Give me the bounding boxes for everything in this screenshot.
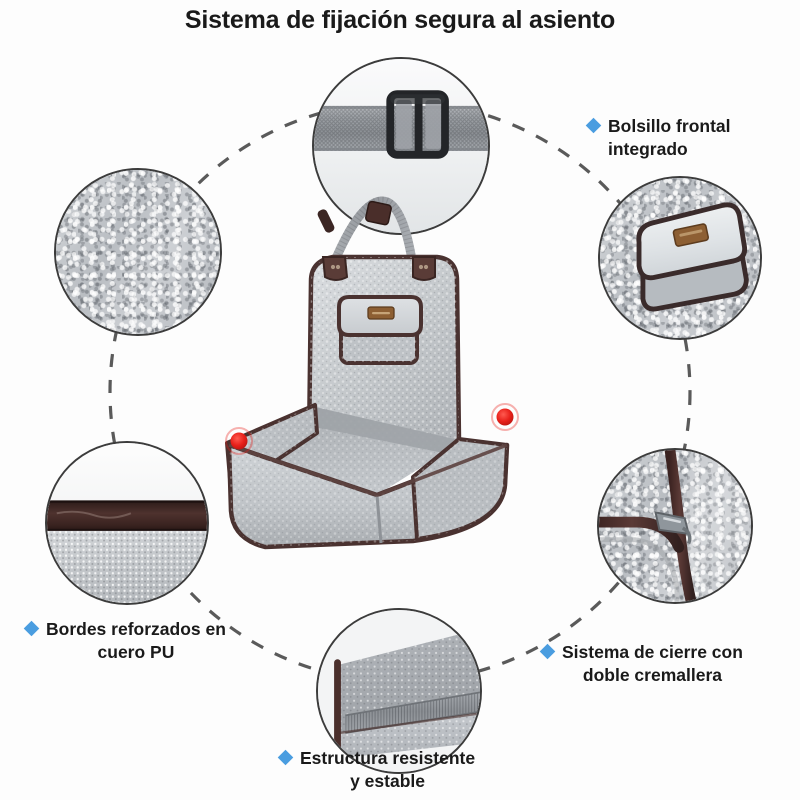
strap-buckle-illustration: [314, 59, 488, 233]
callout-structure-line2: y estable: [350, 771, 425, 792]
pu-piping-illustration: [599, 450, 751, 602]
callout-pocket-line2: integrado: [608, 139, 688, 160]
front-pocket-illustration: [636, 202, 749, 312]
right-attachment-marker: [491, 403, 519, 431]
diamond-bullet-icon: [277, 749, 294, 766]
callout-zipper-line1: Sistema de cierre con: [562, 642, 743, 662]
detail-circle-strap-buckle: [312, 57, 490, 235]
callout-label-edges: Bordes reforzados en cuero PU: [23, 618, 226, 664]
detail-circle-felt-texture: [54, 168, 222, 336]
pu-edge-trim-illustration: [47, 443, 207, 603]
callout-zipper-line2: doble cremallera: [582, 665, 723, 686]
attachment-markers: [225, 403, 519, 455]
callout-structure-line1: Estructura resistente: [300, 748, 476, 768]
strap-handle: [317, 196, 420, 296]
basket-body: [225, 403, 510, 550]
front-pocket: [337, 295, 423, 365]
product-illustration: [225, 196, 519, 550]
detail-circle-pu-piping-corner: [597, 448, 753, 604]
structure-base-illustration: [318, 610, 480, 772]
strap-buckle: [365, 200, 392, 226]
diamond-bullet-icon: [23, 620, 40, 637]
callout-label-structure: Estructura resistente y estable: [277, 747, 476, 793]
callout-edges-line2: cuero PU: [97, 642, 175, 663]
callout-label-zipper: Sistema de cierre con doble cremallera: [539, 641, 743, 687]
page-title: Sistema de fijación segura al asiento: [184, 6, 616, 34]
felt-texture-swatch: [56, 170, 220, 334]
diamond-bullet-icon: [585, 117, 602, 134]
left-attachment-marker: [225, 427, 253, 455]
callout-pocket-line1: Bolsillo frontal: [608, 116, 731, 136]
detail-circle-front-pocket: [598, 176, 762, 340]
detail-circle-structure-base: [316, 608, 482, 774]
callout-edges-line1: Bordes reforzados en: [46, 619, 226, 639]
diamond-bullet-icon: [539, 643, 556, 660]
detail-circle-pu-edge-trim: [45, 441, 209, 605]
callout-label-pocket: Bolsillo frontal integrado: [585, 115, 731, 161]
